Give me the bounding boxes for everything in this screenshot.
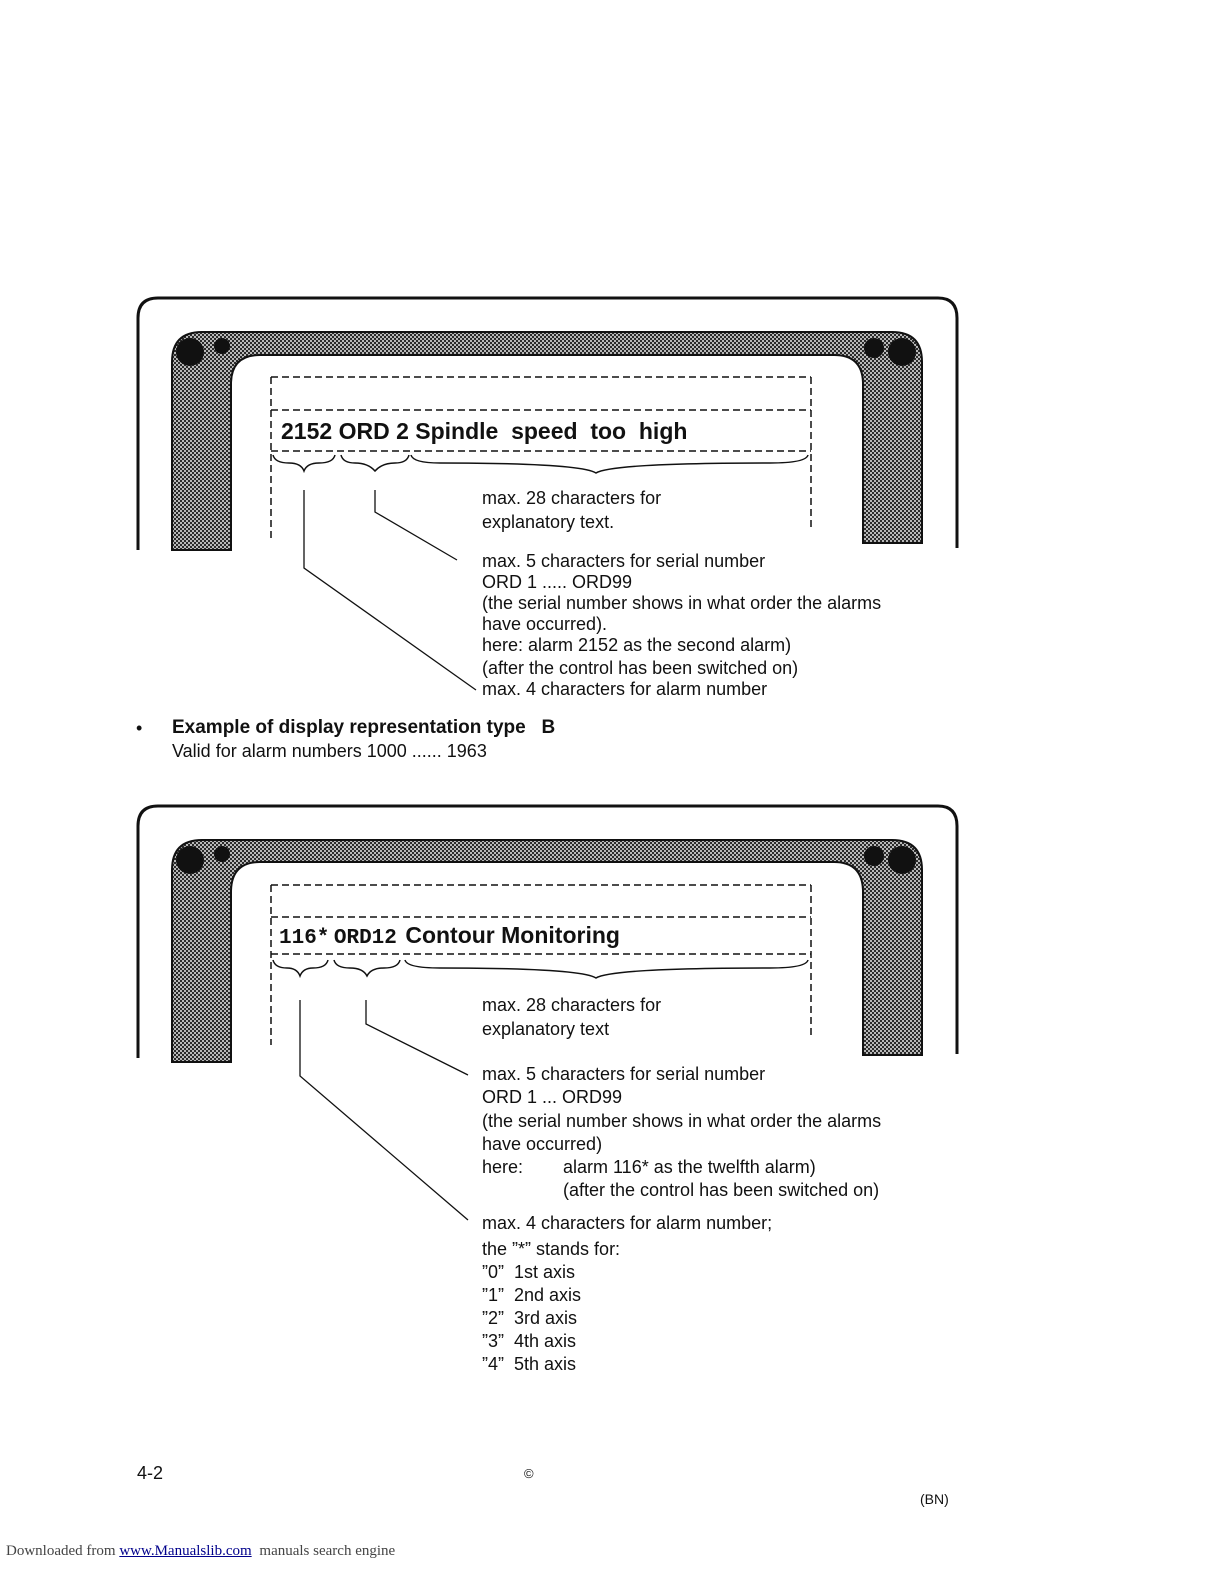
download-prefix: Downloaded from <box>6 1543 116 1559</box>
axis-code-line: ”4” 5th axis <box>482 1354 577 1374</box>
annotation-line: alarm 116* as the twelfth alarm) <box>563 1157 816 1177</box>
annotation-line: max. 4 characters for alarm number; <box>482 1213 773 1233</box>
alarm-text-b: Contour Monitoring <box>405 922 620 948</box>
annotation-text-b: max. 28 characters for explanatory text <box>482 994 661 1041</box>
annotation-line: max. 5 characters for serial number <box>482 551 766 571</box>
page-number: 4-2 <box>137 1463 164 1483</box>
annotation-alarm-a: max. 4 characters for alarm number <box>482 679 768 699</box>
display-line-b: 116* ORD12 Contour Monitoring <box>279 922 620 950</box>
annotation-line: (the serial number shows in what order t… <box>482 1111 882 1131</box>
axis-code-line: ”1” 2nd axis <box>482 1285 582 1305</box>
axis-code-line: ”2” 3rd axis <box>482 1308 578 1328</box>
annotation-serial-b: max. 5 characters for serial number ORD … <box>482 1063 881 1156</box>
annotation-line: ORD 1 ..... ORD99 <box>482 572 633 592</box>
annotation-alarm-b: max. 4 characters for alarm number; the … <box>482 1212 772 1376</box>
monitor-frame-b <box>136 804 959 1221</box>
here-lines-b: alarm 116* as the twelfth alarm) (after … <box>563 1156 879 1202</box>
alarm-number-b: 116* <box>279 927 330 950</box>
display-line-a: 2152 ORD 2 Spindle speed too high <box>281 418 687 445</box>
copyright-symbol: © <box>524 1466 534 1481</box>
manualslib-link[interactable]: www.Manualslib.com <box>119 1543 252 1559</box>
annotation-line: max. 28 characters for <box>482 995 662 1015</box>
download-suffix: manuals search engine <box>259 1543 396 1559</box>
annotation-line: here: alarm 2152 as the second alarm) <box>482 635 792 655</box>
annotation-line: (the serial number shows in what order t… <box>482 593 882 613</box>
annotation-line: max. 28 characters for <box>482 488 662 508</box>
annotation-text-a: max. 28 characters for explanatory text. <box>482 487 661 534</box>
annotation-line: have occurred). <box>482 614 608 634</box>
bullet: • <box>136 718 143 738</box>
serial-number-a: ORD 2 <box>338 418 409 444</box>
document-code: (BN) <box>920 1491 949 1507</box>
annotation-line: explanatory text. <box>482 512 615 532</box>
monitor-frame-a <box>136 296 959 691</box>
annotation-line: (after the control has been switched on) <box>482 658 799 678</box>
serial-number-b: ORD12 <box>333 927 397 950</box>
section-b-title: Example of display representation type B <box>172 717 556 738</box>
annotation-line: have occurred) <box>482 1134 603 1154</box>
annotation-line: ORD 1 ... ORD99 <box>482 1087 623 1107</box>
annotation-line: max. 5 characters for serial number <box>482 1064 766 1084</box>
download-footer: Downloaded from www.Manualslib.com manua… <box>6 1543 395 1560</box>
annotation-line: (after the control has been switched on) <box>563 1180 880 1200</box>
here-label-b: here: <box>482 1157 524 1177</box>
annotation-line: the ”*” stands for: <box>482 1239 621 1259</box>
annotation-line: explanatory text <box>482 1019 610 1039</box>
axis-code-line: ”3” 4th axis <box>482 1331 577 1351</box>
alarm-text-a: Spindle speed too high <box>415 418 688 444</box>
alarm-number-a: 2152 <box>281 418 333 444</box>
section-b-subtitle: Valid for alarm numbers 1000 ...... 1963 <box>172 741 487 761</box>
annotation-serial-a: max. 5 characters for serial number ORD … <box>482 550 881 699</box>
axis-code-line: ”0” 1st axis <box>482 1262 576 1282</box>
